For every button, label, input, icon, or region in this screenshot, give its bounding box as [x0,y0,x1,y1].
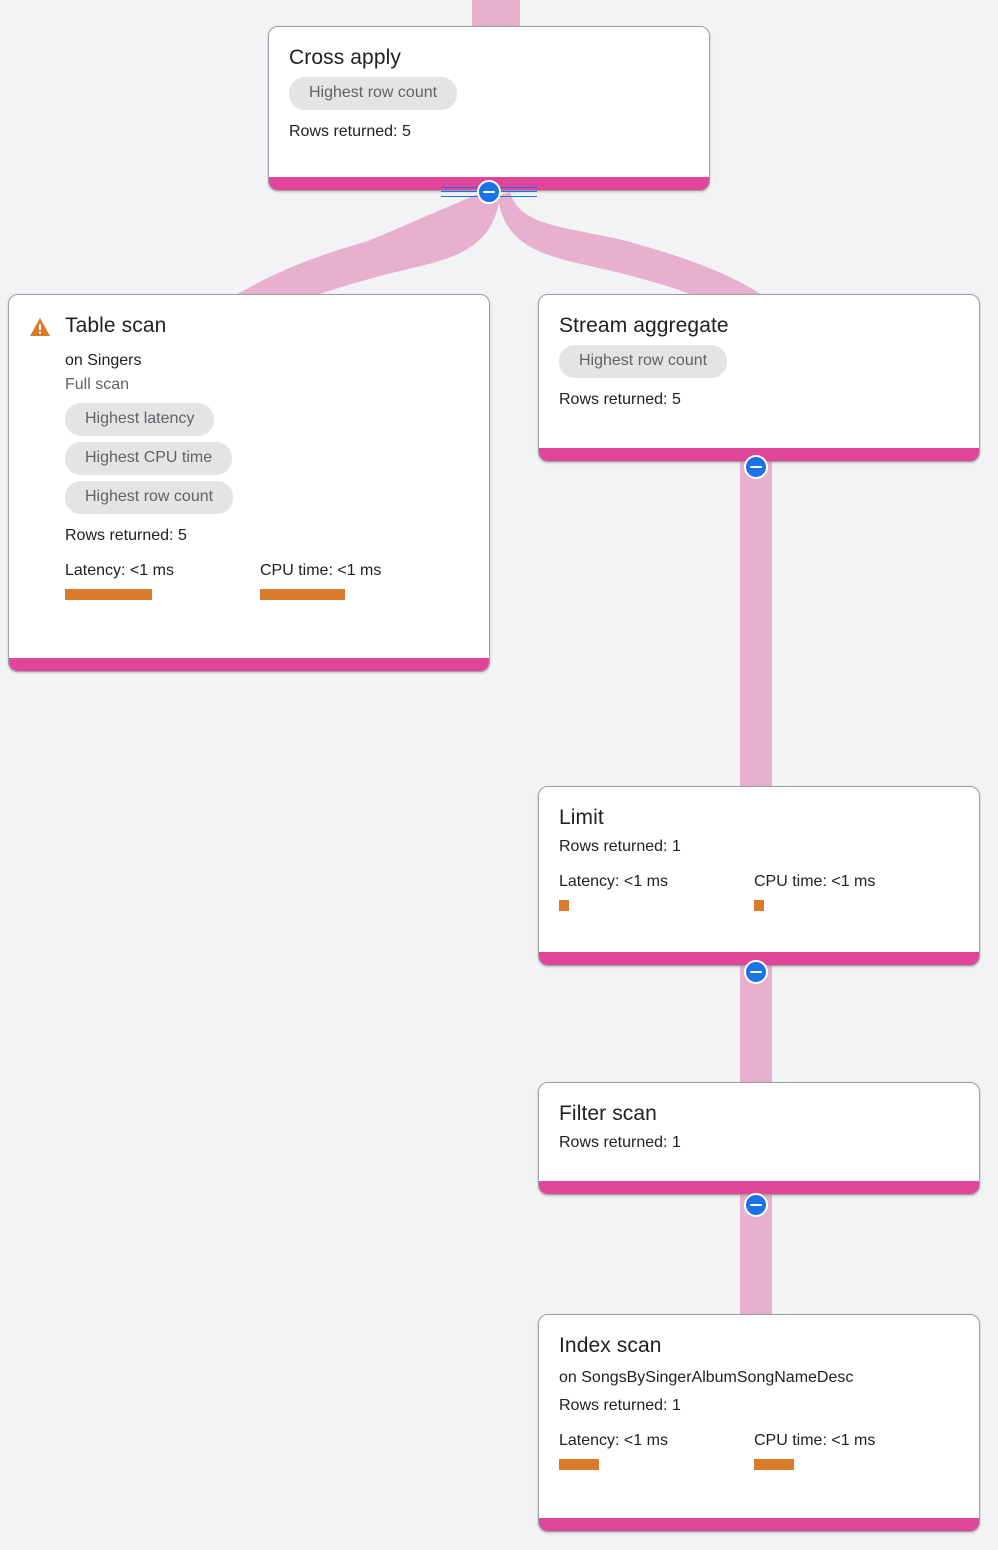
node-metrics: Latency: <1 ms CPU time: <1 ms [29,561,469,600]
node-rows-returned: Rows returned: 1 [559,1397,681,1414]
metric-cpu-bar [260,589,345,600]
edge-left-ribbon [224,196,491,302]
metric-latency: Latency: <1 ms [65,561,260,600]
collapse-toggle-cross-apply[interactable] [477,180,501,204]
node-accent-bar [539,1518,979,1531]
node-title: Index scan [559,1334,662,1357]
plan-node-index-scan[interactable]: Index scan on SongsBySingerAlbumSongName… [538,1314,980,1532]
edge-cross-to-table [224,194,492,304]
node-rows-returned: Rows returned: 1 [559,1134,681,1151]
edge-cross-apply-to-table-scan [224,196,483,302]
edge-left-thick [224,197,489,300]
metric-latency-label: Latency: <1 ms [65,562,174,579]
minus-circle-icon [750,1204,762,1206]
node-header: Filter scan [559,1101,959,1127]
plan-node-limit[interactable]: Limit Rows returned: 1 Latency: <1 ms CP… [538,786,980,966]
metric-cpu-label: CPU time: <1 ms [754,873,876,890]
node-content: Stream aggregate Highest row count Rows … [539,295,979,427]
node-accent-bar [539,448,979,461]
edge-cross-apply-to-table-scan-band [224,198,488,302]
node-title: Limit [559,806,604,829]
node-header: Limit [559,805,959,831]
edge-left-band [224,196,487,300]
node-rows-returned: Rows returned: 5 [65,527,187,544]
edge-band-left [224,192,490,302]
metric-latency: Latency: <1 ms [559,1431,754,1470]
metric-latency: Latency: <1 ms [559,872,754,911]
metric-cpu-bar [754,900,764,911]
node-title: Table scan [65,314,167,337]
node-metrics: Latency: <1 ms CPU time: <1 ms [559,1431,959,1470]
node-rows-returned: Rows returned: 5 [289,123,411,140]
metric-cpu-label: CPU time: <1 ms [754,1432,876,1449]
minus-circle-icon [483,191,495,193]
metric-latency-bar [559,900,569,911]
node-subtitle: on SongsBySingerAlbumSongNameDesc [559,1369,854,1386]
collapse-toggle-limit[interactable] [744,960,768,984]
node-detail: Full scan [65,376,130,393]
node-content: Cross apply Highest row count Rows retur… [269,27,709,159]
node-header: Table scan [29,313,469,342]
node-accent-bar [539,1181,979,1194]
metric-cpu-label: CPU time: <1 ms [260,562,382,579]
metric-cpu-bar [754,1459,794,1470]
chip-highest-row-count: Highest row count [65,481,234,514]
chip-highest-row-count: Highest row count [559,345,728,378]
plan-node-cross-apply[interactable]: Cross apply Highest row count Rows retur… [268,26,710,191]
plan-node-table-scan[interactable]: Table scan on Singers Full scan Highest … [8,294,490,672]
chip-highest-cpu-time: Highest CPU time [65,442,233,475]
metric-cpu-time: CPU time: <1 ms [754,872,949,911]
node-metrics: Latency: <1 ms CPU time: <1 ms [559,872,959,911]
metric-latency-bar [559,1459,599,1470]
node-header: Stream aggregate [559,313,959,339]
node-chips: Highest row count [289,77,689,116]
edge-stream-aggregate-to-limit [740,460,772,790]
minus-circle-icon [750,466,762,468]
node-subtitle: on Singers [65,352,142,369]
node-header: Index scan [559,1333,959,1359]
collapse-toggle-stream-aggregate[interactable] [744,455,768,479]
node-content: Filter scan Rows returned: 1 [539,1083,979,1170]
node-chips: Highest row count [559,345,959,384]
plan-node-stream-aggregate[interactable]: Stream aggregate Highest row count Rows … [538,294,980,462]
node-title: Stream aggregate [559,314,729,337]
collapse-toggle-filter-scan[interactable] [744,1193,768,1217]
node-title: Filter scan [559,1102,657,1125]
chip-highest-row-count: Highest row count [289,77,458,110]
node-header: Cross apply [289,45,689,71]
plan-node-filter-scan[interactable]: Filter scan Rows returned: 1 [538,1082,980,1195]
node-content: Index scan on SongsBySingerAlbumSongName… [539,1315,979,1486]
node-accent-bar [9,658,489,671]
edge-left-final [226,190,487,302]
node-accent-bar [539,952,979,965]
node-rows-returned: Rows returned: 1 [559,838,681,855]
metric-latency-label: Latency: <1 ms [559,1432,668,1449]
node-chips: Highest latency Highest CPU time Highest… [29,403,469,520]
node-title: Cross apply [289,46,401,69]
node-content: Table scan on Singers Full scan Highest … [9,295,489,616]
metric-cpu-time: CPU time: <1 ms [260,561,455,600]
minus-circle-icon [750,971,762,973]
metric-cpu-time: CPU time: <1 ms [754,1431,949,1470]
metric-latency-bar [65,589,152,600]
node-rows-returned: Rows returned: 5 [559,391,681,408]
metric-latency-label: Latency: <1 ms [559,873,668,890]
node-content: Limit Rows returned: 1 Latency: <1 ms CP… [539,787,979,927]
warning-triangle-icon [29,317,51,342]
chip-highest-latency: Highest latency [65,403,215,436]
